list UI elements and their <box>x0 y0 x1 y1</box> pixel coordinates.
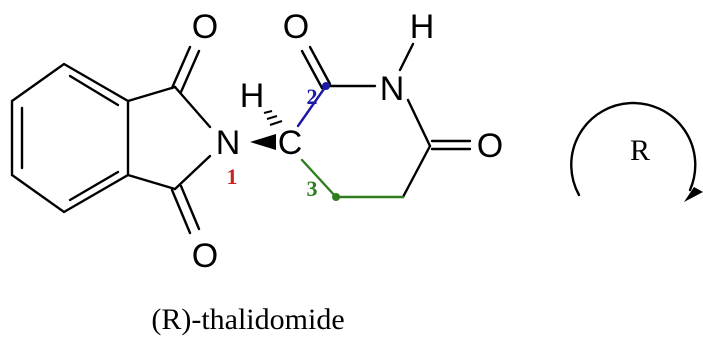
atom-o-bottom-phthalimide: O <box>192 237 218 275</box>
bond-c2-o-b <box>308 45 332 86</box>
position-number-1: 1 <box>227 164 238 189</box>
position-numbers: 1 2 3 <box>227 84 318 201</box>
locant-dot-2 <box>322 82 330 90</box>
bond-c1-o-b <box>179 49 201 94</box>
position-number-2: 2 <box>307 84 318 109</box>
position-number-3: 3 <box>307 176 318 201</box>
bond-c-c2 <box>296 84 328 128</box>
bond-c1-o-a <box>170 45 192 90</box>
bond-c3-c7a <box>126 173 177 191</box>
atom-h-stereocentre: H <box>240 77 265 115</box>
atom-n-phthalimide: N <box>216 124 241 162</box>
clockwise-arrow-icon <box>570 101 697 197</box>
benzene-inner-bond-2 <box>68 74 120 107</box>
locant-dot-3 <box>332 193 340 201</box>
bond-c6-c5 <box>401 144 432 199</box>
bond-c3-o-b <box>179 184 201 231</box>
atom-o-top-phthalimide: O <box>192 8 218 46</box>
arrow-head-icon <box>684 187 703 202</box>
atom-c-stereocentre: C <box>278 124 303 162</box>
bond-c3a-c1 <box>126 85 177 103</box>
rotation-indicator: R <box>570 101 703 202</box>
hash-bond-c-h <box>263 110 283 126</box>
bond-c2-o-a <box>300 49 324 90</box>
bonds <box>10 42 472 235</box>
compound-caption: (R)-thalidomide <box>151 303 344 336</box>
bond-n-c6 <box>406 98 432 148</box>
atom-labels: O O N H C O H N O <box>192 8 503 275</box>
benzene-inner-bond-3 <box>68 170 120 202</box>
atom-o-right-glutarimide: O <box>477 127 503 165</box>
bond-n-h <box>398 42 415 72</box>
benzene-ring <box>10 62 130 214</box>
bond-n-c3 <box>173 154 212 191</box>
bond-c1-n <box>173 85 212 129</box>
bond-c4-c <box>300 158 338 199</box>
atom-n-glutarimide: N <box>380 70 405 108</box>
rotation-label: R <box>630 134 650 167</box>
atom-o-top-glutarimide: O <box>283 8 309 46</box>
atom-h-nh: H <box>410 8 435 46</box>
bond-c3-o-a <box>170 188 192 235</box>
wedge-bond-n-c <box>250 134 276 150</box>
